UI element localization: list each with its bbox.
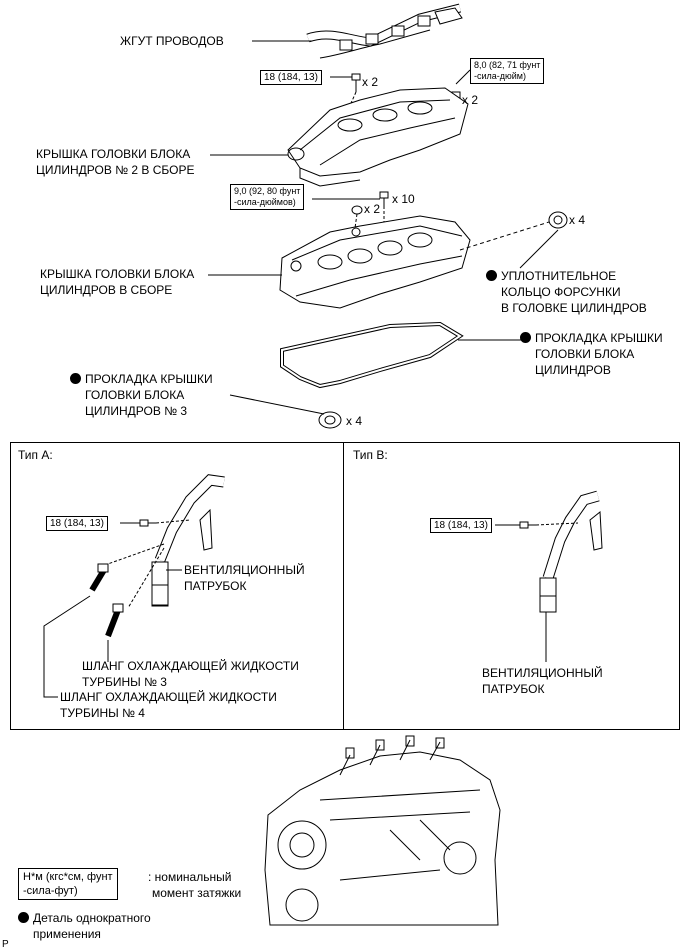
cover-gasket-no3-label-line2: ГОЛОВКИ БЛОКА <box>85 388 185 402</box>
single-use-marker-icon <box>520 332 531 343</box>
quantity-label: x 2 <box>364 202 381 216</box>
legend-torque-desc-line1: : номинальный <box>148 870 232 884</box>
cover-gasket-no3-drawing <box>318 411 342 429</box>
cover-gasket-drawing <box>280 321 464 389</box>
label-text: УПЛОТНИТЕЛЬНОЕ <box>501 269 617 283</box>
quantity-label: x 2 <box>362 75 379 89</box>
single-use-marker-icon <box>486 270 497 281</box>
cover-gasket-label-line1: ПРОКЛАДКА КРЫШКИ <box>520 331 663 346</box>
injector-seal-label-line3: В ГОЛОВКЕ ЦИЛИНДРОВ <box>501 301 647 315</box>
torque-spec-vent-bolt-a: 18 (184, 13) <box>46 516 108 531</box>
type-a-title: Тип A: <box>18 448 53 462</box>
vent-pipe-a-drawing <box>151 474 225 607</box>
cover-gasket-label-line2: ГОЛОВКИ БЛОКА <box>535 347 635 361</box>
legend-single-use-line2: применения <box>33 927 101 941</box>
type-b-title: Тип B: <box>353 448 388 462</box>
quantity-label: x 10 <box>392 192 415 206</box>
corner-mark: P <box>2 939 9 950</box>
wire-harness-drawing <box>306 3 463 59</box>
quantity-label: x 4 <box>346 414 363 428</box>
torque-spec-bolt-cover: 9,0 (92, 80 фунт -сила-дюймов) <box>230 184 305 210</box>
vent-pipe-b-label-line2: ПАТРУБОК <box>482 682 545 696</box>
head-cover-label-line1: КРЫШКА ГОЛОВКИ БЛОКА <box>40 267 195 281</box>
vent-pipe-b-drawing <box>539 490 603 613</box>
torque-spec-bolt-cover2: 8,0 (82, 71 фунт -сила-дюйм) <box>470 58 545 84</box>
legend-torque-desc-line2: момент затяжки <box>152 886 242 900</box>
quantity-label: x 4 <box>569 213 586 227</box>
bolt-drawing-1 <box>351 73 361 92</box>
head-cover-no2-drawing <box>287 87 469 187</box>
hose3-drawing <box>105 603 124 638</box>
head-cover-no2-label-line2: ЦИЛИНДРОВ № 2 В СБОРЕ <box>36 163 195 177</box>
injector-seal-drawing <box>548 211 568 229</box>
engine-drawing <box>264 735 501 926</box>
vent-pipe-a-label-line2: ПАТРУБОК <box>184 579 247 593</box>
label-text: Деталь однократного <box>33 911 151 925</box>
bolt-drawing-3 <box>379 191 389 206</box>
type-a-panel <box>10 442 344 730</box>
cover-gasket-label-line3: ЦИЛИНДРОВ <box>535 363 611 377</box>
injector-seal-label-line1: УПЛОТНИТЕЛЬНОЕ <box>486 269 616 284</box>
torque-spec-line: 9,0 (92, 80 фунт <box>234 186 301 196</box>
hose4-label-line2: ТУРБИНЫ № 4 <box>60 706 145 720</box>
washer-drawing <box>351 205 363 215</box>
hose3-label-line2: ТУРБИНЫ № 3 <box>82 675 167 689</box>
single-use-marker-icon <box>18 912 29 923</box>
torque-spec-line: 8,0 (82, 71 фунт <box>474 60 541 70</box>
head-cover-drawing <box>279 215 471 309</box>
legend-unit-line: -сила-фут) <box>23 885 78 897</box>
label-text: ПРОКЛАДКА КРЫШКИ <box>85 372 213 386</box>
head-cover-no2-label-line1: КРЫШКА ГОЛОВКИ БЛОКА <box>36 147 191 161</box>
quantity-label: x 2 <box>462 93 479 107</box>
vent-pipe-b-label-line1: ВЕНТИЛЯЦИОННЫЙ <box>482 666 603 680</box>
hose3-label-line1: ШЛАНГ ОХЛАЖДАЮЩЕЙ ЖИДКОСТИ <box>82 659 299 673</box>
head-cover-label-line2: ЦИЛИНДРОВ В СБОРЕ <box>40 283 173 297</box>
torque-spec-line: -сила-дюймов) <box>234 197 296 207</box>
vent-pipe-a-label-line1: ВЕНТИЛЯЦИОННЫЙ <box>184 563 305 577</box>
injector-seal-label-line2: КОЛЬЦО ФОРСУНКИ <box>501 285 621 299</box>
torque-spec-vent-bolt-b: 18 (184, 13) <box>430 518 492 533</box>
cover-gasket-no3-label-line3: ЦИЛИНДРОВ № 3 <box>85 404 188 418</box>
type-b-panel <box>343 442 680 730</box>
wire-harness-label: ЖГУТ ПРОВОДОВ <box>120 34 224 48</box>
label-text: ПРОКЛАДКА КРЫШКИ <box>535 331 663 345</box>
single-use-marker-icon <box>70 373 81 384</box>
legend-single-use-line1: Деталь однократного <box>18 911 151 926</box>
cover-gasket-no3-label-line1: ПРОКЛАДКА КРЫШКИ <box>70 372 213 387</box>
torque-spec-line: -сила-дюйм) <box>474 71 526 81</box>
torque-spec-bolt-harness: 18 (184, 13) <box>260 70 322 85</box>
legend-torque-unit-box: Н*м (кгс*см, фунт -сила-фут) <box>18 868 118 900</box>
hose4-drawing <box>89 563 109 592</box>
hose4-label-line1: ШЛАНГ ОХЛАЖДАЮЩЕЙ ЖИДКОСТИ <box>60 690 277 704</box>
legend-unit-line: Н*м (кгс*см, фунт <box>23 871 113 883</box>
